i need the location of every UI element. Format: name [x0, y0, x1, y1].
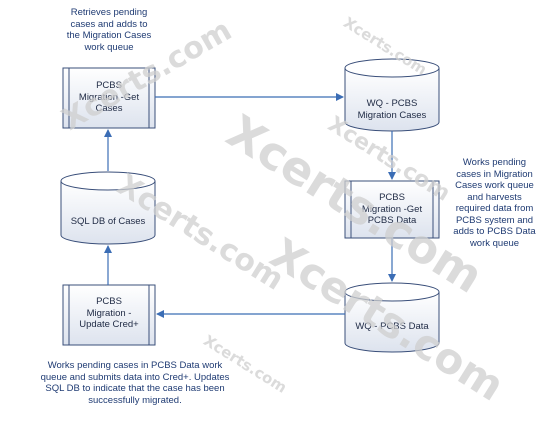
database-sql-db [60, 171, 156, 245]
database-wq-migration-cases [344, 58, 440, 132]
label-get-pcbs-data: PCBS Migration -Get PCBS Data [361, 192, 423, 226]
note-get-pcbs-data: Works pending cases in Migration Cases w… [453, 157, 536, 249]
note-update-cred: Works pending cases in PCBS Data work qu… [40, 360, 230, 406]
note-get-cases: Retrieves pending cases and adds to the … [66, 7, 152, 53]
process-get-cases [62, 67, 156, 129]
label-wq-migration-cases: WQ - PCBS Migration Cases [357, 98, 427, 121]
label-wq-pcbs-data: WQ - PCBS Data [355, 321, 429, 332]
process-get-pcbs-data [344, 180, 440, 239]
database-wq-pcbs-data [344, 282, 440, 353]
label-sql-db: SQL DB of Cases [70, 216, 146, 227]
label-get-cases: PCBS Migration -Get Cases [78, 80, 140, 114]
label-update-cred: PCBS Migration - Update Cred+ [79, 296, 139, 330]
process-update-cred [62, 284, 156, 346]
